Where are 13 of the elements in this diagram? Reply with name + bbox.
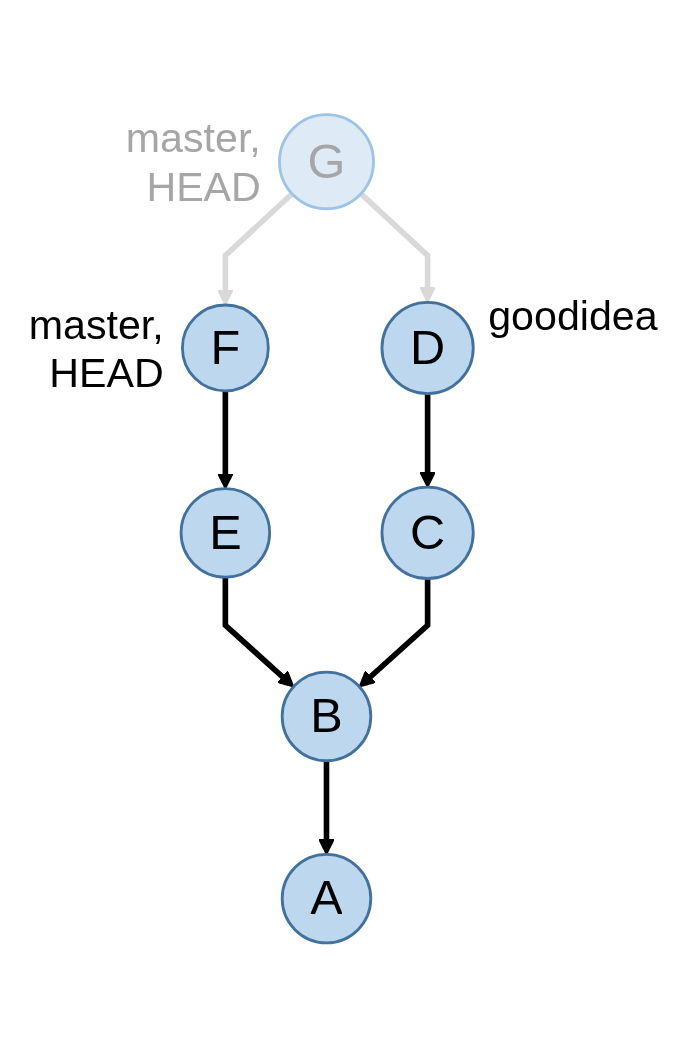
branch-label: master, HEAD bbox=[28, 301, 164, 397]
arrow bbox=[358, 578, 431, 688]
node-circle: E bbox=[179, 487, 272, 579]
branch-label: master, HEAD bbox=[125, 115, 261, 211]
branch-label: goodidea bbox=[488, 292, 658, 339]
node-circle: F bbox=[181, 303, 270, 393]
node-circle: A bbox=[280, 853, 373, 945]
node-circle: C bbox=[380, 486, 475, 581]
arrow bbox=[217, 191, 294, 306]
node-circle: B bbox=[280, 670, 373, 763]
arrow bbox=[222, 577, 295, 688]
node-circle: D bbox=[380, 301, 475, 396]
node-circle: G bbox=[278, 113, 375, 211]
